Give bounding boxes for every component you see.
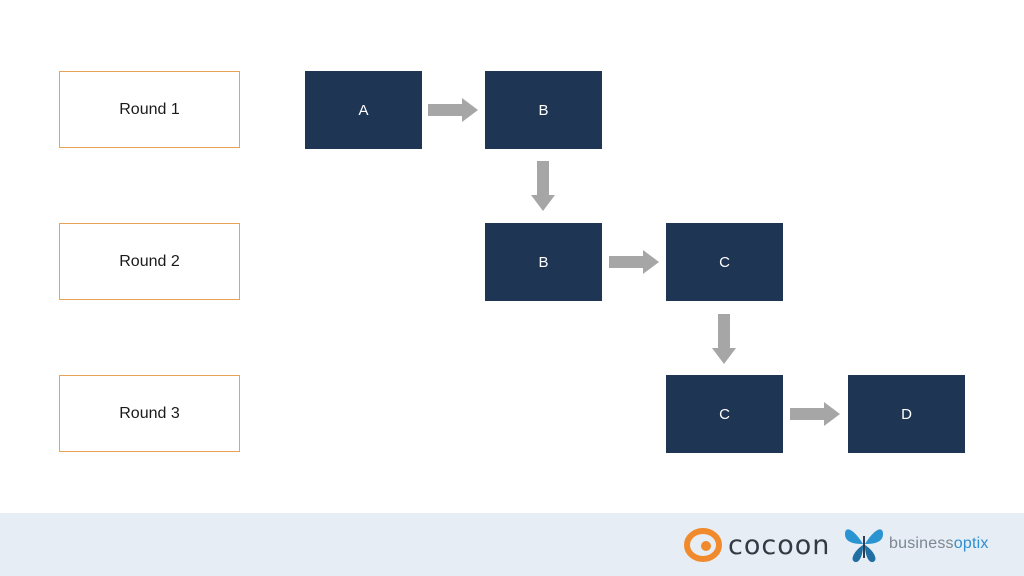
node-c-round-2: C — [666, 223, 783, 301]
cocoon-logo-text: cocoon — [728, 529, 831, 561]
arrow-right-b-to-c — [609, 250, 659, 274]
businessoptix-logo: businessoptix — [843, 522, 989, 566]
node-b-round-1: B — [485, 71, 602, 149]
arrow-right-a-to-b — [428, 98, 478, 122]
round-3-box: Round 3 — [59, 375, 240, 452]
arrow-down-c-to-c — [712, 314, 736, 364]
footer-bar — [0, 513, 1024, 576]
arrow-right-c-to-d — [790, 402, 840, 426]
node-b-round-2: B — [485, 223, 602, 301]
businessoptix-logo-text: businessoptix — [889, 535, 989, 552]
node-d-round-3: D — [848, 375, 965, 453]
node-c-round-3: C — [666, 375, 783, 453]
node-a-round-1: A — [305, 71, 422, 149]
round-2-box: Round 2 — [59, 223, 240, 300]
cocoon-logo: cocoon — [684, 528, 830, 562]
cocoon-mark-icon — [684, 528, 722, 562]
round-1-box: Round 1 — [59, 71, 240, 148]
arrow-down-b-to-b — [531, 161, 555, 211]
butterfly-icon — [845, 529, 883, 563]
